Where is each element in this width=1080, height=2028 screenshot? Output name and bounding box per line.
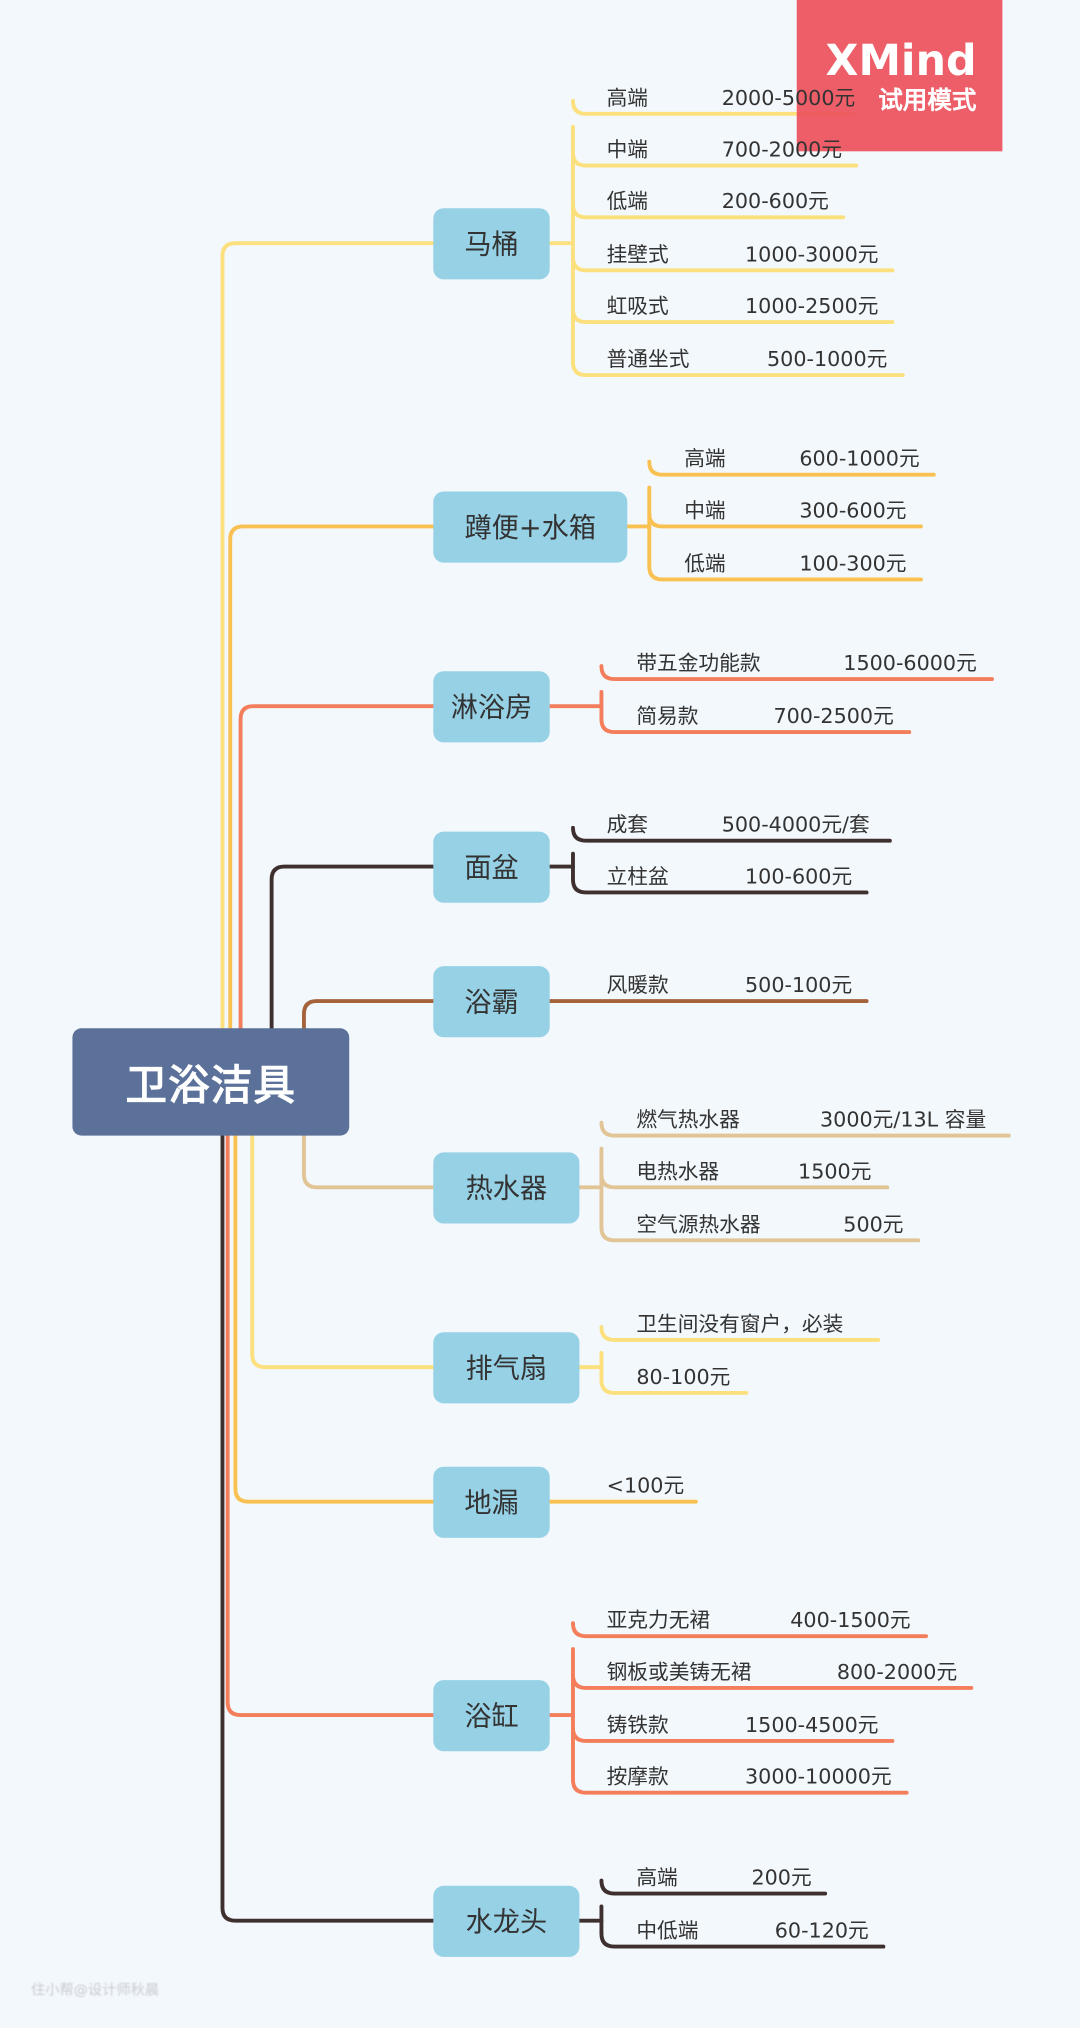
leaf-label[interactable]: 燃气热水器	[636, 1107, 740, 1132]
leaf-label[interactable]: 中低端	[636, 1918, 699, 1943]
leaf-label[interactable]: 成套	[606, 812, 649, 837]
leaf-label[interactable]: 低端	[606, 188, 649, 214]
leaf-underline	[599, 1931, 886, 1949]
leaf-price: 500-100元	[744, 972, 853, 998]
leaf-label[interactable]: <100元	[606, 1473, 685, 1498]
leaf-underline	[571, 202, 846, 220]
leaf-price: 300-600元	[799, 497, 907, 523]
leaf-price: 100-300元	[799, 550, 907, 576]
leaf-label[interactable]: 简易款	[636, 703, 699, 729]
branch-topic[interactable]: 热水器	[433, 1151, 580, 1223]
watermark: 住小帮@设计师秋晨	[31, 1981, 160, 1999]
leaf-price: 1500-6000元	[843, 650, 977, 676]
leaf-label[interactable]: 低端	[684, 550, 726, 576]
leaf-underline	[647, 459, 936, 477]
leaf-underline	[571, 1673, 974, 1690]
leaf-label[interactable]: 卫生间没有窗户，必装	[636, 1311, 844, 1337]
badge-brand: XMind	[825, 34, 977, 86]
trunk-connector	[220, 241, 436, 1037]
leaf-label[interactable]: 立柱盆	[606, 863, 669, 889]
leaf-label[interactable]: 80-100元	[636, 1364, 731, 1390]
leaf-underline	[571, 150, 859, 168]
trunk-connector	[228, 524, 436, 1037]
leaf-underline	[599, 1120, 1011, 1138]
leaf-underline	[599, 1225, 921, 1243]
leaf-price: 600-1000元	[799, 446, 920, 471]
leaf-label[interactable]: 铸铁款	[606, 1712, 669, 1738]
leaf-underline	[647, 511, 923, 529]
leaf-price: 3000元/13L 容量	[820, 1107, 987, 1132]
leaf-underline	[571, 360, 905, 378]
branch-topic[interactable]: 马桶	[433, 207, 550, 279]
leaf-price: 800-2000元	[836, 1659, 958, 1685]
leaf-price: 1500-4500元	[744, 1712, 879, 1738]
branch-topic[interactable]: 排气扇	[433, 1331, 580, 1403]
leaf-price: 3000-10000元	[744, 1764, 892, 1789]
trunk-connector	[233, 1127, 436, 1504]
trunk-connector	[250, 1127, 436, 1370]
root-topic[interactable]: 卫浴洁具	[72, 1028, 350, 1136]
branch-topic[interactable]: 面盆	[433, 831, 550, 903]
leaf-label[interactable]: 空气源热水器	[636, 1211, 761, 1237]
trunk-connector	[302, 1127, 436, 1190]
leaf-underline	[599, 1325, 881, 1342]
trunk-connector	[302, 999, 436, 1037]
xmind-trial-badge: XMind 试用模式	[796, 0, 1003, 152]
branch-topic[interactable]: 浴缸	[433, 1679, 550, 1751]
leaf-price: 500元	[843, 1211, 904, 1237]
leaf-underline	[599, 1378, 749, 1395]
leaf-price: 500-4000元/套	[721, 812, 870, 837]
leaf-price: 1500元	[798, 1158, 872, 1184]
leaf-underline	[599, 1878, 828, 1896]
leaf-underline	[599, 664, 994, 681]
leaf-label[interactable]: 亚克力无裙	[606, 1607, 711, 1633]
leaf-label[interactable]: 中端	[684, 497, 726, 523]
leaf-price: 700-2000元	[721, 137, 843, 162]
trunk-connector	[220, 1127, 436, 1923]
leaf-label[interactable]: 普通坐式	[606, 346, 690, 372]
branch-topic[interactable]: 浴霸	[433, 965, 550, 1037]
leaf-price: 200元	[751, 1865, 812, 1890]
leaf-label[interactable]: 中端	[606, 137, 649, 162]
leaf-label[interactable]: 虹吸式	[606, 293, 669, 319]
branch-topic[interactable]: 地漏	[433, 1466, 550, 1538]
leaf-underline	[571, 1726, 895, 1743]
leaf-price: 2000-5000元	[721, 85, 856, 110]
leaf-underline	[571, 1777, 909, 1795]
leaf-label[interactable]: 高端	[636, 1865, 678, 1890]
leaf-underline	[571, 877, 869, 895]
leaf-price: 60-120元	[774, 1918, 869, 1943]
leaf-underline	[571, 825, 892, 843]
leaf-price: 700-2500元	[773, 703, 894, 729]
leaf-underline	[647, 564, 923, 582]
leaf-underline	[571, 1621, 929, 1639]
branch-topic[interactable]: 蹲便+水箱	[433, 490, 628, 562]
leaf-label[interactable]: 高端	[684, 446, 726, 471]
branch-topic[interactable]: 水龙头	[433, 1885, 580, 1957]
leaf-price: 1000-3000元	[744, 241, 879, 267]
trunk-connector	[238, 704, 436, 1037]
leaf-label[interactable]: 风暖款	[606, 972, 669, 998]
leaf-price: 500-1000元	[766, 346, 888, 372]
leaf-label[interactable]: 按摩款	[606, 1764, 669, 1789]
leaf-label[interactable]: 挂壁式	[606, 241, 669, 267]
trunk-connector	[269, 864, 436, 1037]
leaf-price: 100-600元	[744, 863, 853, 889]
leaf-underline	[599, 1172, 890, 1190]
leaf-label[interactable]: 钢板或美铸无裙	[606, 1659, 752, 1685]
badge-mode: 试用模式	[878, 86, 977, 116]
trunk-connector	[225, 1127, 436, 1717]
leaf-label[interactable]: 带五金功能款	[636, 650, 761, 676]
leaf-underline	[599, 717, 912, 735]
leaf-price: 400-1500元	[790, 1607, 911, 1633]
leaf-underline	[571, 307, 895, 324]
leaf-label[interactable]: 高端	[606, 85, 649, 110]
leaf-underline	[571, 98, 856, 116]
leaf-label[interactable]: 电热水器	[636, 1158, 720, 1184]
leaf-underline	[571, 255, 895, 273]
leaf-price: 200-600元	[721, 188, 829, 214]
branch-topic[interactable]: 淋浴房	[433, 670, 550, 742]
leaf-price: 1000-2500元	[744, 293, 879, 319]
